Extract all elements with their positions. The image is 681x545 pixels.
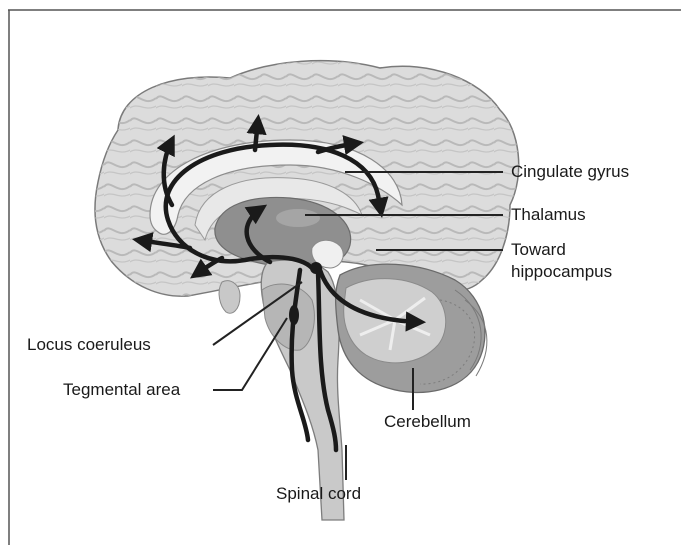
pituitary <box>219 281 240 313</box>
label-cerebellum: Cerebellum <box>384 412 471 432</box>
tegmental-nucleus <box>289 305 299 325</box>
label-cingulate-gyrus: Cingulate gyrus <box>511 162 629 182</box>
label-tegmental-area: Tegmental area <box>63 380 180 400</box>
locus-coeruleus-nucleus <box>310 262 322 274</box>
label-locus-coeruleus: Locus coeruleus <box>27 335 151 355</box>
pathway-superior-branch <box>255 120 258 150</box>
label-thalamus: Thalamus <box>511 205 586 225</box>
label-toward-hippocampus-line2: hippocampus <box>511 262 612 282</box>
thalamus-highlight <box>276 209 320 227</box>
pons <box>262 284 314 350</box>
label-spinal-cord: Spinal cord <box>276 484 361 504</box>
label-toward-hippocampus-line1: Toward <box>511 240 566 260</box>
